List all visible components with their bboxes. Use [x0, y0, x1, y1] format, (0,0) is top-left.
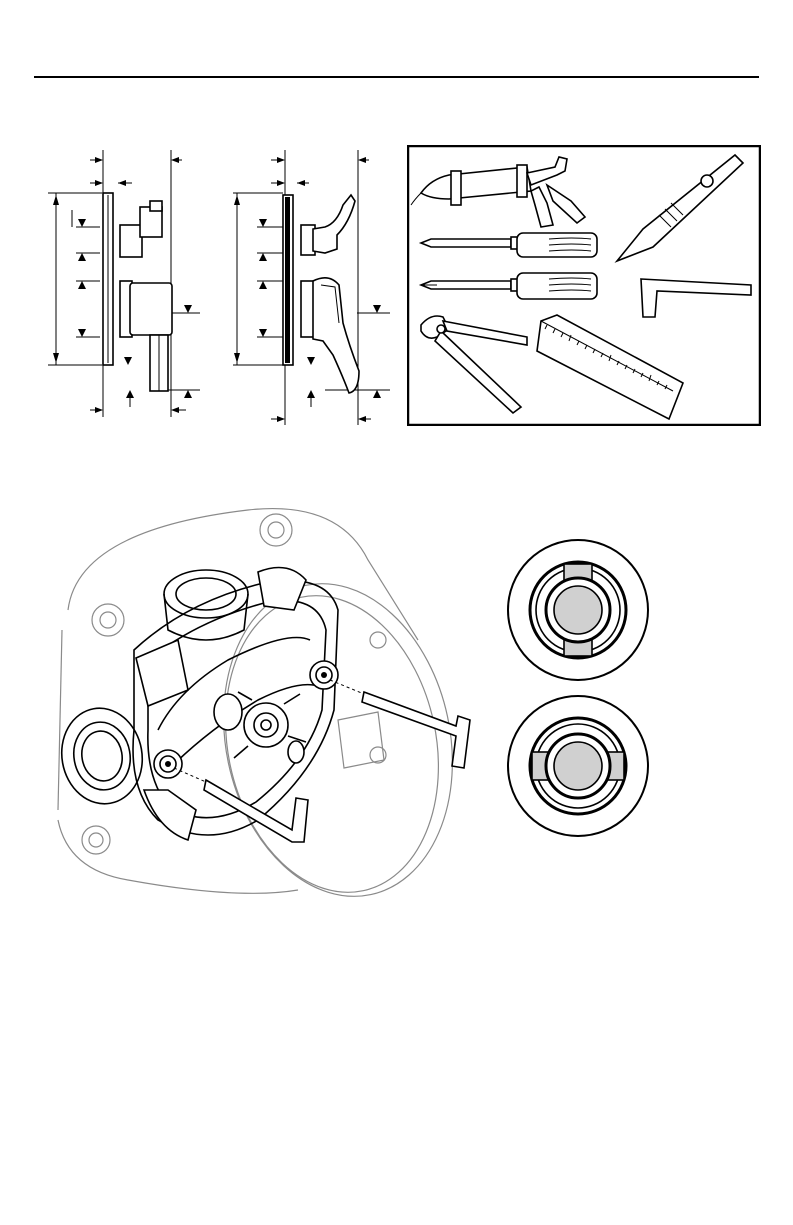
header-rule: [34, 76, 759, 78]
valve-body-with-hex-keys: [38, 490, 478, 905]
hex-key-right-icon: [362, 692, 470, 768]
cartridge-vertical-position-icon: [508, 540, 648, 680]
tools-required-panel: [407, 145, 761, 426]
dimension-diagram-square-handle: [40, 145, 205, 425]
dimension-diagram-lever-handle: [225, 145, 395, 430]
cartridge-horizontal-position-icon: [508, 696, 648, 836]
cartridge-position-details: [502, 538, 654, 838]
